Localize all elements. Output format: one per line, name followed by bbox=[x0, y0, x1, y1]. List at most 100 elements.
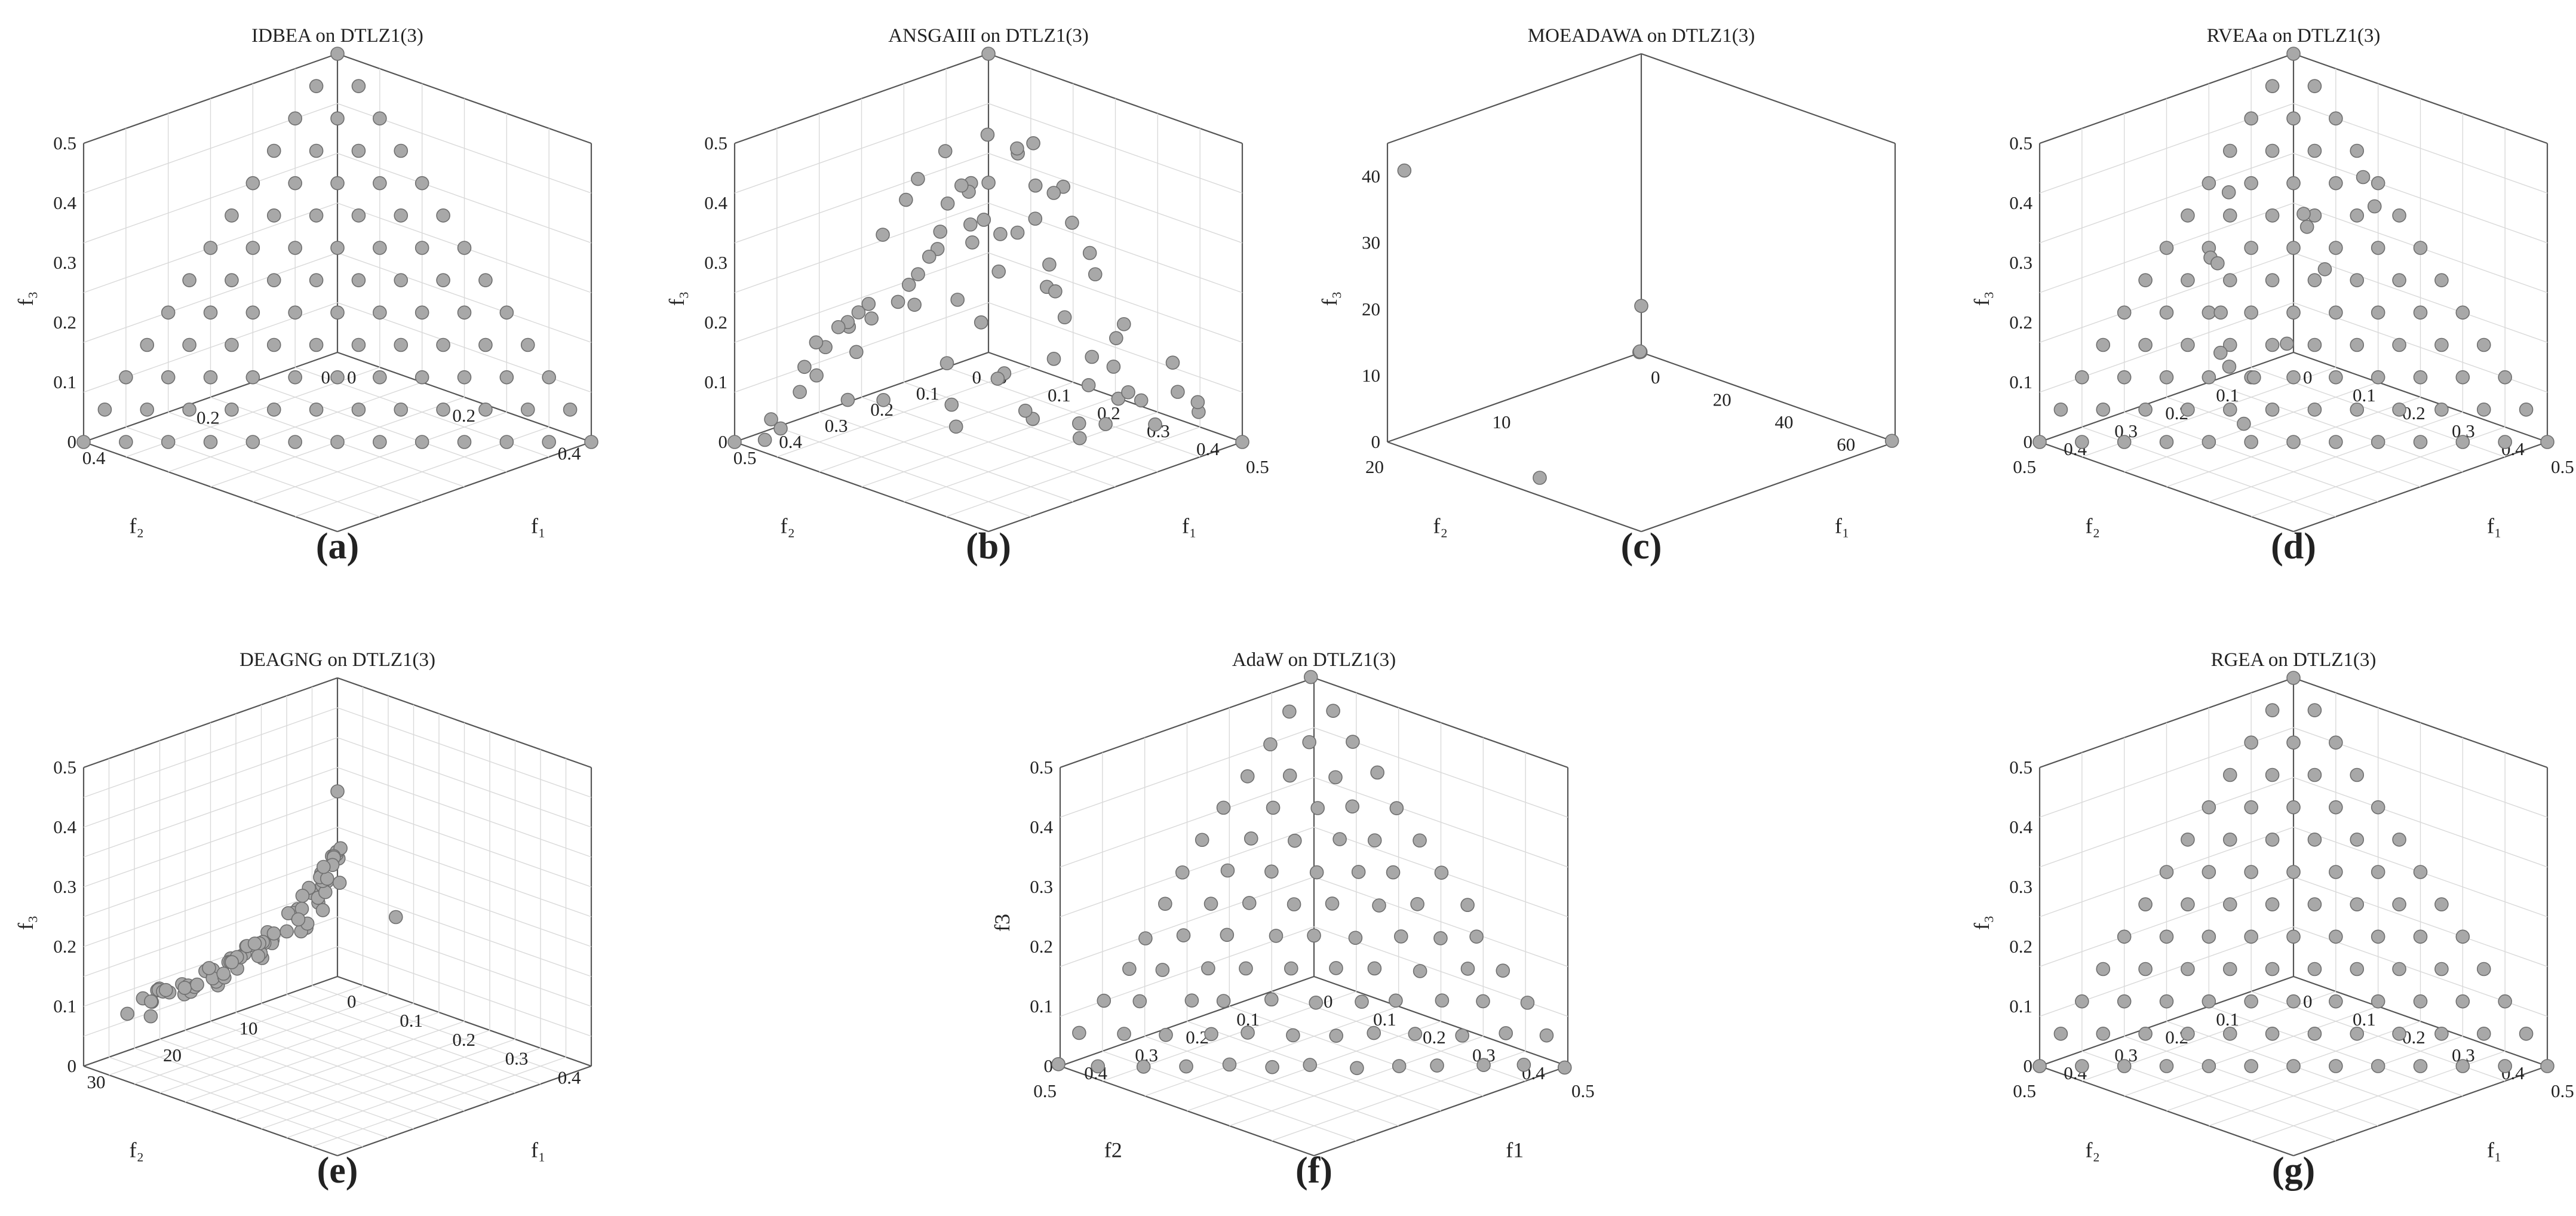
z-tick-label: 10 bbox=[1362, 365, 1380, 386]
y-tick-label: 0.3 bbox=[825, 415, 848, 436]
data-point bbox=[2032, 1059, 2047, 1073]
data-point bbox=[2371, 1059, 2385, 1073]
data-point bbox=[182, 337, 196, 352]
data-point bbox=[1346, 735, 1360, 749]
data-point bbox=[1018, 403, 1033, 418]
data-point bbox=[203, 305, 218, 320]
data-point bbox=[2350, 208, 2365, 223]
data-point bbox=[542, 370, 556, 385]
data-point bbox=[2286, 800, 2301, 815]
data-point bbox=[2202, 305, 2216, 320]
data-point bbox=[2202, 370, 2216, 385]
data-point bbox=[2350, 273, 2365, 287]
chart-title: AdaW on DTLZ1(3) bbox=[1232, 649, 1396, 671]
x-tick-label: 0.3 bbox=[505, 1048, 529, 1069]
data-point bbox=[2413, 1059, 2428, 1073]
data-point bbox=[1122, 962, 1137, 977]
data-point bbox=[2317, 262, 2332, 277]
data-point bbox=[1111, 391, 1126, 406]
data-point bbox=[1367, 833, 1382, 847]
y-tick-label: 0.4 bbox=[82, 447, 106, 468]
data-point bbox=[373, 176, 387, 191]
data-point bbox=[2307, 767, 2322, 782]
z-axis-label: f₃ bbox=[14, 291, 38, 306]
data-point bbox=[2329, 735, 2343, 750]
data-point bbox=[1057, 310, 1072, 325]
chart-title: RVEAa on DTLZ1(3) bbox=[2207, 25, 2381, 47]
data-point bbox=[2222, 273, 2237, 287]
z-tick-label: 0.3 bbox=[2009, 252, 2032, 273]
y-tick-label: 0 bbox=[321, 367, 331, 388]
data-point bbox=[1499, 1026, 1513, 1040]
data-point bbox=[2181, 273, 2195, 287]
data-point bbox=[1085, 349, 1099, 364]
data-point bbox=[2265, 143, 2280, 158]
data-point bbox=[2371, 435, 2385, 449]
data-point bbox=[2392, 273, 2406, 287]
data-point bbox=[1287, 897, 1301, 911]
data-point bbox=[2286, 929, 2301, 944]
z-tick-label: 0 bbox=[67, 1055, 77, 1076]
data-point bbox=[1195, 833, 1209, 847]
data-point bbox=[2329, 370, 2343, 385]
data-point bbox=[266, 208, 281, 223]
data-points bbox=[1051, 670, 1572, 1076]
data-point bbox=[1072, 431, 1087, 446]
data-point bbox=[1241, 1025, 1255, 1040]
data-point bbox=[2392, 337, 2406, 352]
data-point bbox=[2244, 176, 2258, 191]
data-point bbox=[1408, 1027, 1423, 1041]
data-point bbox=[2237, 416, 2251, 431]
data-point bbox=[2213, 305, 2228, 320]
x-tick-label: 0.5 bbox=[1571, 1080, 1595, 1101]
x-axis-label: f1 bbox=[1506, 1138, 1524, 1162]
data-point bbox=[1389, 993, 1403, 1008]
data-point bbox=[1389, 801, 1404, 815]
z-tick-label: 0.5 bbox=[2009, 757, 2032, 778]
data-point bbox=[457, 241, 472, 255]
data-point bbox=[457, 370, 472, 385]
data-point bbox=[245, 241, 260, 255]
data-point bbox=[1284, 961, 1298, 976]
x-tick-label: 0.4 bbox=[558, 443, 581, 464]
data-point bbox=[2159, 370, 2174, 385]
data-point bbox=[245, 305, 260, 320]
data-point bbox=[225, 337, 239, 352]
y-axis-label: f₂ bbox=[129, 514, 144, 538]
data-point bbox=[948, 419, 963, 434]
z-tick-label: 40 bbox=[1362, 166, 1380, 187]
z-tick-label: 30 bbox=[1362, 232, 1380, 253]
data-point bbox=[2476, 403, 2491, 417]
data-point bbox=[1496, 963, 1510, 978]
data-point bbox=[1539, 1028, 1554, 1043]
data-point bbox=[373, 241, 387, 255]
data-point bbox=[1121, 385, 1135, 400]
data-point bbox=[2222, 337, 2237, 352]
data-point bbox=[315, 903, 330, 917]
subplot-g: 00.10.20.30.40.50.10.20.30.40.500.10.20.… bbox=[1970, 649, 2574, 1191]
data-point bbox=[2222, 767, 2237, 782]
x-tick-label: 0.1 bbox=[2353, 385, 2376, 406]
data-point bbox=[1134, 393, 1149, 408]
data-point bbox=[499, 305, 514, 320]
data-point bbox=[1287, 833, 1302, 848]
data-point bbox=[394, 337, 409, 352]
data-point bbox=[415, 435, 429, 449]
data-point bbox=[2392, 897, 2406, 911]
data-point bbox=[1332, 832, 1347, 846]
data-point bbox=[2498, 1059, 2512, 1073]
data-point bbox=[177, 981, 192, 995]
data-point bbox=[965, 235, 980, 250]
data-point bbox=[1309, 865, 1324, 880]
data-point bbox=[2222, 208, 2237, 223]
subplot-label: (e) bbox=[317, 1150, 358, 1191]
data-point bbox=[394, 143, 409, 158]
data-point bbox=[2329, 241, 2343, 255]
data-point bbox=[2286, 865, 2301, 879]
z-tick-label: 0.2 bbox=[1030, 936, 1053, 957]
z-tick-label: 0.4 bbox=[53, 816, 76, 837]
data-point bbox=[1184, 993, 1199, 1008]
z-tick-label: 0.1 bbox=[2009, 371, 2032, 392]
